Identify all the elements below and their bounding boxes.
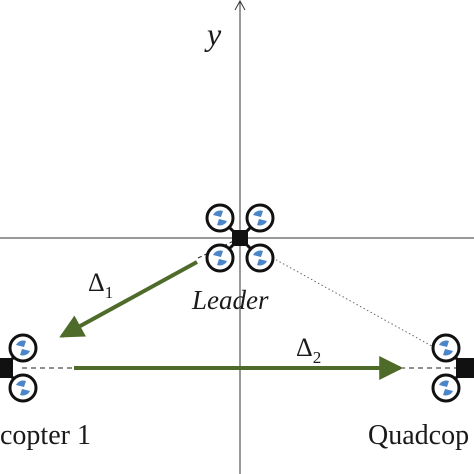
delta-2-symbol: Δ [296, 333, 313, 362]
delta-1-symbol: Δ [88, 268, 105, 297]
leader-quadcopter-icon [205, 203, 275, 273]
quadcopter-2-label: Quadcop [368, 420, 469, 451]
delta-1-label: Δ1 [88, 268, 113, 302]
rotor-icon [431, 333, 461, 363]
delta-2-label: Δ2 [296, 333, 321, 367]
rotor-icon [245, 203, 275, 233]
rotor-icon [205, 243, 235, 273]
rotor-icon [8, 333, 38, 363]
delta-2-subscript: 2 [313, 348, 322, 367]
rotor-icon [431, 373, 461, 403]
y-axis-arrowhead [234, 0, 246, 11]
quadcopter-1-label: copter 1 [0, 420, 91, 451]
quadcopter-1-icon [0, 333, 38, 403]
y-axis-label: y [204, 16, 222, 52]
leader-to-q2-dotted [261, 251, 449, 356]
delta-1-subscript: 1 [105, 283, 114, 302]
leader-label: Leader [191, 285, 269, 315]
rotor-icon [8, 373, 38, 403]
rotor-icon [245, 243, 275, 273]
quadcopter-2-icon [431, 333, 474, 403]
rotor-icon [205, 203, 235, 233]
delta-1-arrow [59, 260, 198, 338]
